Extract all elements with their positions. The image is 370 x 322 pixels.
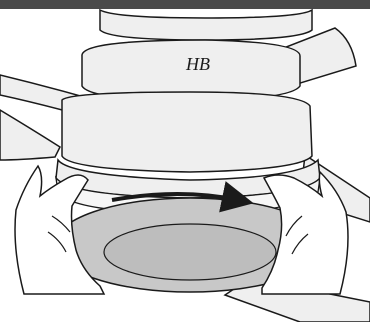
motor-housing-body	[62, 92, 312, 172]
brand-logo: HB	[185, 54, 210, 74]
fan-blade-left	[0, 110, 60, 160]
fan-canopy	[100, 10, 312, 40]
light-kit-cover-inner	[104, 224, 276, 280]
